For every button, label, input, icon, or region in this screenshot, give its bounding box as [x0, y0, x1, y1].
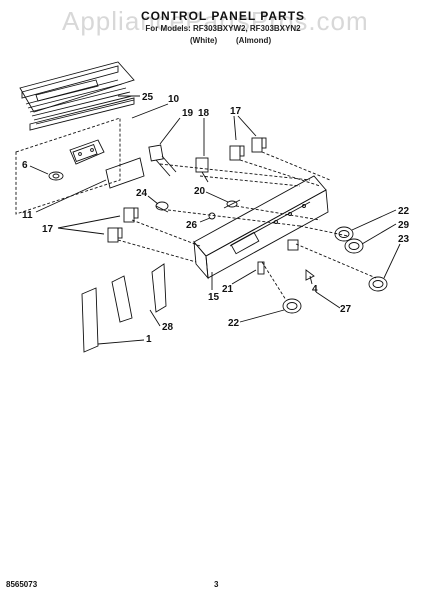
diagram-title: CONTROL PANEL PARTS: [140, 9, 306, 23]
alignment-lines: [117, 151, 377, 301]
clip-part-4: [287, 239, 315, 281]
bracket-part-21: [257, 261, 265, 275]
knob-part-29: [344, 238, 364, 254]
callout-label: 20: [194, 186, 206, 197]
callout-label: 17: [42, 224, 54, 235]
callout-label: 22: [398, 206, 410, 217]
callout-label: 4: [312, 284, 318, 295]
callout-label: 10: [168, 94, 180, 105]
callout-label: 15: [208, 292, 220, 303]
knob-part-22-lower: [282, 298, 302, 314]
finish-white-label: (White): [190, 36, 218, 45]
document-number: 8565073: [6, 580, 38, 589]
callout-label: 11: [22, 210, 33, 221]
callout-label: 29: [398, 220, 410, 231]
callout-label: 19: [182, 108, 194, 119]
clip-part: [48, 171, 64, 181]
callout-label: 25: [142, 92, 154, 103]
callout-label: 27: [340, 304, 352, 315]
fastener-part-20: [223, 199, 241, 209]
end-bracket-part-28: [151, 263, 167, 313]
callout-numbers: 25 10 19 18 17 6 24 20 11 17 26 22 29 23…: [22, 92, 410, 345]
infinite-switch-left: [107, 207, 139, 243]
callout-label: 23: [398, 234, 410, 245]
back-panel-part: [19, 61, 135, 131]
callout-label: 26: [186, 220, 198, 231]
callout-label: 17: [230, 106, 242, 117]
model-numbers: For Models: RF303BXYW2, RF303BXYN2: [145, 24, 301, 33]
control-panel-part: [193, 175, 329, 280]
site-watermark: AppliancePartsPros.com: [62, 6, 369, 36]
callout-label: 28: [162, 322, 174, 333]
switch-part-18: [195, 157, 209, 183]
switch-part-19: [148, 144, 177, 177]
callout-leaders: [29, 95, 401, 345]
callout-label: 22: [228, 318, 240, 329]
infinite-switch-top: [229, 137, 267, 161]
bracket-part-24: [155, 201, 169, 213]
callout-label: 21: [222, 284, 234, 295]
overlay-part: [105, 157, 145, 189]
knob-part-22-upper: [334, 226, 354, 242]
callout-label: 18: [198, 108, 210, 119]
callout-label: 1: [146, 334, 152, 345]
finish-almond-label: (Almond): [236, 36, 272, 45]
page-number: 3: [214, 580, 219, 589]
end-bracket-part-1: [81, 275, 133, 353]
clock-module-part: [69, 139, 105, 165]
clock-housing-outline: [15, 117, 121, 215]
callout-label: 24: [136, 188, 148, 199]
callout-label: 6: [22, 160, 28, 171]
knob-part-23: [368, 276, 388, 292]
